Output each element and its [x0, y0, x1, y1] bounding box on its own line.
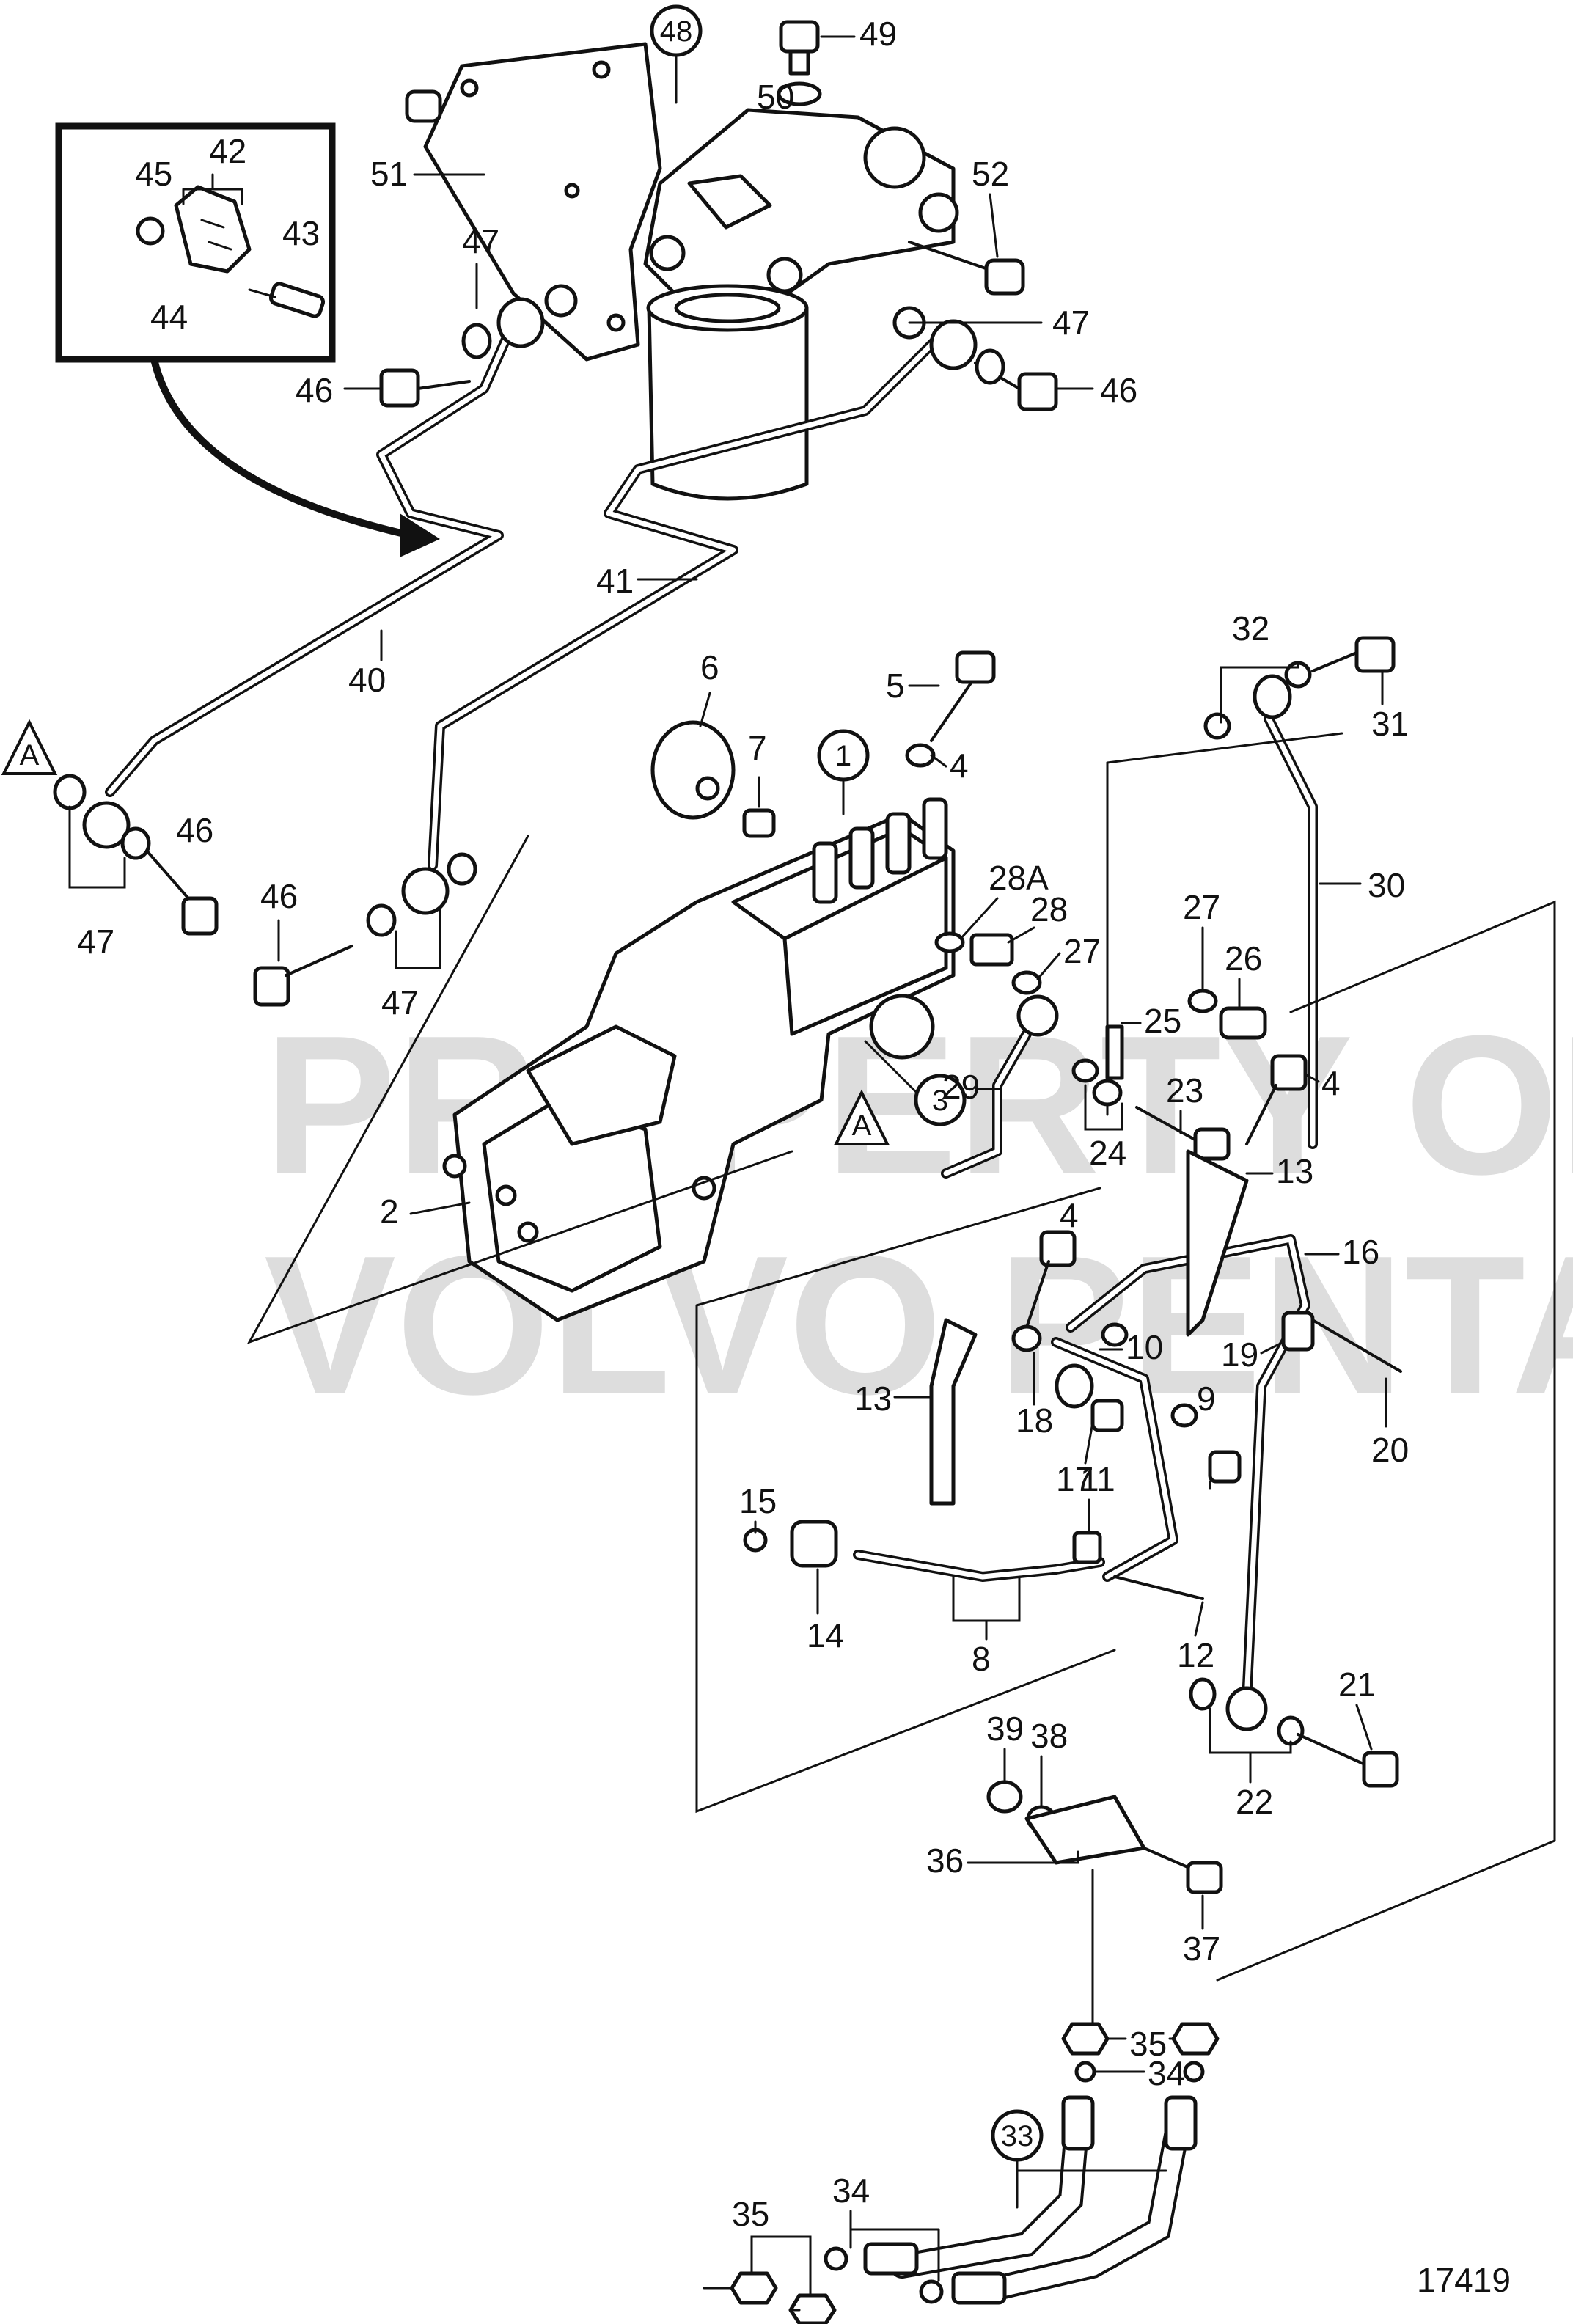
label-47-lower: 47: [381, 983, 419, 1022]
label-21: 21: [1338, 1665, 1376, 1704]
label-16: 16: [1342, 1233, 1379, 1271]
label-34-upper: 34: [1148, 2054, 1185, 2092]
fittings: [53, 20, 1402, 2324]
fuel-pipes: [105, 318, 1318, 1707]
label-35-lower: 35: [732, 2195, 769, 2233]
circled-label-48: 48: [660, 15, 693, 48]
label-47-top-right: 47: [1052, 304, 1090, 342]
label-13-left: 13: [854, 1379, 892, 1418]
label-5: 5: [886, 667, 905, 705]
detail-inset: 45 42 43 44: [55, 122, 336, 363]
label-47-top-left: 47: [462, 222, 499, 260]
label-8: 8: [972, 1640, 991, 1678]
label-27-center: 27: [1063, 932, 1101, 970]
label-9: 9: [1197, 1379, 1216, 1418]
label-46-lower: 46: [260, 877, 298, 915]
label-31: 31: [1371, 705, 1409, 743]
label-28A: 28A: [989, 859, 1049, 897]
label-18: 18: [1016, 1401, 1053, 1440]
part-labels: 49 50 51 52 47 47 46 46 41 40 46 47 46 4…: [68, 15, 1409, 2312]
watermark: PROPERTY OF VOLVO PENTA: [264, 995, 1573, 1436]
label-28: 28: [1030, 890, 1068, 928]
label-30: 30: [1368, 866, 1405, 904]
label-37: 37: [1183, 1929, 1220, 1968]
label-40: 40: [348, 661, 386, 699]
fuel-hoses: [863, 2095, 1198, 2305]
drawing-number: 17419: [1417, 2261, 1511, 2299]
label-4-lower: 4: [1060, 1196, 1079, 1234]
label-11: 11: [1080, 1460, 1115, 1498]
circled-label-33: 33: [1001, 2120, 1034, 2152]
label-52: 52: [972, 155, 1009, 193]
label-27-right: 27: [1183, 888, 1220, 926]
label-36: 36: [926, 1841, 964, 1880]
label-23: 23: [1166, 1071, 1203, 1110]
label-20: 20: [1371, 1431, 1409, 1469]
label-14: 14: [807, 1616, 844, 1654]
label-50: 50: [757, 78, 794, 116]
triangle-markers: A A: [1, 719, 890, 1145]
label-51: 51: [370, 155, 408, 193]
label-4-top: 4: [950, 747, 969, 785]
label-46-top-left: 46: [296, 371, 333, 409]
label-17: 17: [1056, 1460, 1093, 1498]
label-32: 32: [1232, 609, 1269, 648]
label-39: 39: [986, 1709, 1024, 1748]
label-2: 2: [380, 1192, 399, 1231]
label-29: 29: [942, 1068, 980, 1106]
label-13-right: 13: [1276, 1152, 1313, 1190]
injection-pump: [442, 797, 956, 1322]
label-46-top-right: 46: [1100, 371, 1137, 409]
inset-label-43: 43: [282, 214, 320, 252]
label-35-upper: 35: [1129, 2025, 1167, 2063]
label-25: 25: [1144, 1002, 1181, 1040]
circled-label-1: 1: [835, 740, 851, 772]
label-4-right: 4: [1321, 1064, 1341, 1102]
circled-label-3: 3: [932, 1085, 948, 1117]
label-15: 15: [739, 1482, 777, 1520]
label-24: 24: [1089, 1134, 1126, 1172]
triangle-marker-left: A: [20, 739, 40, 771]
label-49: 49: [859, 15, 897, 53]
inset-label-42: 42: [209, 132, 246, 170]
label-34-lower: 34: [832, 2171, 870, 2210]
circled-references: 48 1 3 33: [650, 4, 1167, 2209]
label-6: 6: [700, 648, 719, 686]
inset-label-44: 44: [150, 298, 188, 336]
label-26: 26: [1225, 939, 1262, 978]
label-19: 19: [1221, 1335, 1258, 1374]
triangle-marker-pump: A: [852, 1110, 872, 1142]
filter-bracket: [423, 42, 662, 362]
label-38: 38: [1030, 1717, 1068, 1755]
label-41: 41: [596, 562, 634, 600]
label-10: 10: [1126, 1328, 1163, 1366]
label-46-left: 46: [176, 811, 213, 849]
label-7: 7: [748, 729, 767, 767]
label-12: 12: [1177, 1636, 1214, 1674]
inset-label-45: 45: [135, 155, 172, 193]
label-47-left: 47: [77, 923, 114, 961]
label-22: 22: [1236, 1783, 1273, 1821]
